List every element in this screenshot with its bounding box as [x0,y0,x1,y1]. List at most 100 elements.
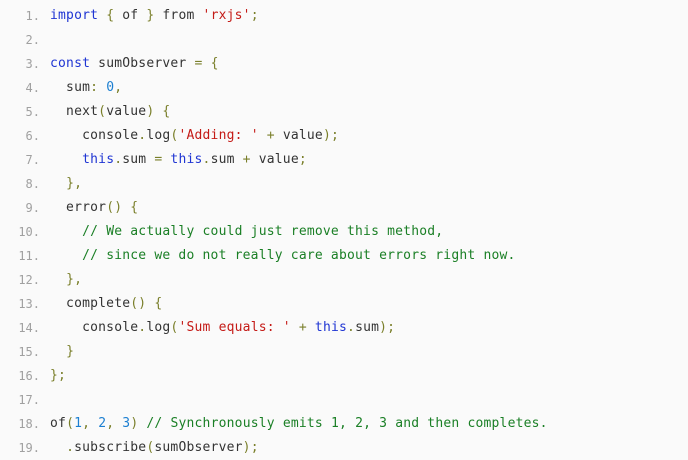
code-token-punct: ( [170,128,179,143]
code-line-content: console.log('Sum equals: ' + this.sum); [50,316,688,340]
code-token-number: 0 [106,80,115,95]
code-line: 19. .subscribe(sumObserver); [0,436,688,460]
code-line: 8. }, [0,172,688,196]
code-token-plain: value [106,104,147,119]
code-token-string: 'Adding: ' [178,128,259,143]
code-token-punct: . [138,128,147,143]
code-token-plain [50,248,82,263]
code-token-punct: ); [322,128,340,143]
code-line-content [50,388,688,412]
line-number: 17. [18,393,40,407]
code-token-punct: { [154,296,163,311]
code-token-punct: ); [379,320,396,335]
code-line-content: }, [50,268,688,292]
code-line: 2. [0,28,688,52]
code-token-punct: () [106,200,123,215]
code-token-keyword: this [82,152,115,167]
code-token-punct: }, [66,272,83,287]
code-token-punct: . [66,440,75,455]
code-line-content: next(value) { [50,100,688,124]
code-token-plain [50,224,82,239]
code-line: 12. }, [0,268,688,292]
code-token-punct: ) [130,416,139,431]
line-number: 16. [18,369,40,383]
code-line-content: .subscribe(sumObserver); [50,436,688,460]
code-token-plain [50,176,66,191]
code-token-plain [90,416,98,431]
code-token-punct: { [130,200,139,215]
code-token-punct: + [242,152,251,167]
code-token-punct: . [347,320,356,335]
code-token-plain [98,80,106,95]
code-token-plain: sumObserver [90,56,195,71]
code-token-punct: { [162,104,171,119]
line-number: 6. [25,129,40,143]
code-line-content: // We actually could just remove this me… [50,220,688,244]
code-line-content: sum: 0, [50,76,688,100]
code-line-content: console.log('Adding: ' + value); [50,124,688,148]
code-token-plain [203,56,211,71]
code-token-plain: sum [50,80,91,95]
code-token-plain [50,344,66,359]
code-token-punct: . [114,152,123,167]
code-token-punct: }, [66,176,83,191]
code-line: 9. error() { [0,196,688,220]
line-number: 2. [25,33,40,47]
code-token-punct: } [66,344,75,359]
code-token-punct: ( [66,416,75,431]
code-line-content: const sumObserver = { [50,52,688,76]
code-line: 4. sum: 0, [0,76,688,100]
code-token-plain: next [50,104,99,119]
code-line: 6. console.log('Adding: ' + value); [0,124,688,148]
code-token-plain: console [50,128,139,143]
code-token-comment: // We actually could just remove this me… [82,224,444,239]
code-line: 1.import { of } from 'rxjs'; [0,4,688,28]
code-token-punct: . [202,152,211,167]
code-token-plain [291,320,299,335]
code-token-punct: , [106,416,115,431]
code-token-plain: of [114,8,147,23]
code-line-content: }; [50,364,688,388]
code-token-plain: subscribe [74,440,147,455]
code-line: 17. [0,388,688,412]
line-number: 10. [18,225,40,239]
code-line-content [50,28,688,52]
code-token-plain: from [154,8,203,23]
line-number: 4. [25,81,40,95]
code-token-number: 1 [74,416,83,431]
line-number: 7. [25,153,40,167]
code-line: 18.of(1, 2, 3) // Synchronously emits 1,… [0,412,688,436]
code-token-punct: () [130,296,147,311]
line-number: 5. [25,105,40,119]
code-token-punct: , [114,80,123,95]
code-token-plain [98,8,106,23]
code-token-punct: ( [98,104,107,119]
code-token-plain: sumObserver [154,440,243,455]
code-token-plain: value [250,152,299,167]
code-token-punct: + [266,128,275,143]
code-token-plain: log [146,128,171,143]
line-number: 9. [25,201,40,215]
code-token-punct: ; [250,8,259,23]
code-token-punct: ; [298,152,307,167]
code-token-punct: } [146,8,155,23]
code-token-keyword: import [50,8,99,23]
code-token-plain: error [50,200,107,215]
code-token-keyword: this [314,320,348,335]
code-token-punct: . [138,320,147,335]
code-token-punct: ( [170,320,179,335]
code-line: 13. complete() { [0,292,688,316]
code-token-punct: { [106,8,115,23]
code-token-comment: // since we do not really care about err… [82,248,516,263]
code-line-content: complete() { [50,292,688,316]
code-token-punct: , [82,416,91,431]
code-token-plain: complete [50,296,131,311]
line-number: 11. [18,249,40,263]
code-token-punct: : [90,80,99,95]
code-line-content: of(1, 2, 3) // Synchronously emits 1, 2,… [50,412,688,436]
code-line-content: } [50,340,688,364]
code-token-punct: = [154,152,163,167]
code-token-plain [307,320,315,335]
code-token-plain: sum [355,320,380,335]
code-token-string: 'rxjs' [202,8,251,23]
